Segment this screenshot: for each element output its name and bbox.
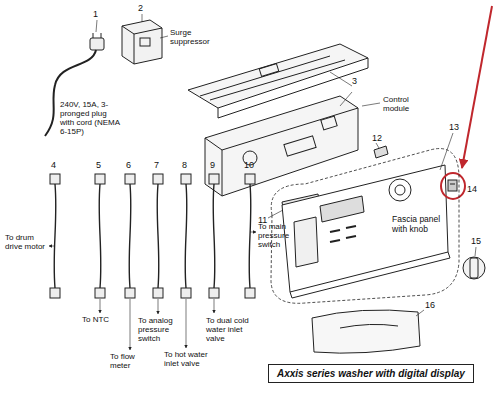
callout-number: 2 bbox=[138, 3, 143, 13]
callout-number: 8 bbox=[182, 160, 187, 170]
callout-number: 3 bbox=[352, 76, 357, 86]
part-label: To NTC bbox=[82, 316, 122, 325]
callout-number: 10 bbox=[244, 160, 254, 170]
callout-number: 1 bbox=[93, 9, 98, 19]
caption-box: Axxis series washer with digital display bbox=[268, 364, 474, 383]
part-label: To hot water inlet valve bbox=[164, 351, 218, 369]
callout-number: 5 bbox=[96, 160, 101, 170]
callout-number: 4 bbox=[51, 160, 56, 170]
callout-number: 9 bbox=[210, 160, 215, 170]
callout-number: 6 bbox=[126, 160, 131, 170]
dashed-group-outline: Fascia panel with knob bbox=[262, 140, 464, 310]
part-label: To dual cold water inlet valve bbox=[206, 317, 258, 344]
part-label: To main pressure switch bbox=[258, 223, 308, 250]
callout-number: 13 bbox=[449, 122, 459, 132]
part-label: Surge suppressor bbox=[170, 29, 222, 47]
group-label: Fascia panel with knob bbox=[392, 215, 442, 235]
part-label: To flow meter bbox=[110, 353, 154, 371]
part-label: To analog pressure switch bbox=[138, 317, 182, 344]
callout-number: 15 bbox=[471, 236, 481, 246]
callout-number: 14 bbox=[467, 184, 477, 194]
caption-text: Axxis series washer with digital display bbox=[268, 364, 474, 383]
part-label: To drum drive motor bbox=[5, 234, 47, 252]
part-label: Control module bbox=[383, 96, 433, 114]
dashed-outline bbox=[262, 140, 464, 310]
callout-number: 7 bbox=[154, 160, 159, 170]
callout-number: 12 bbox=[372, 133, 382, 143]
callout-number: 16 bbox=[425, 300, 435, 310]
part-label: 240V, 15A, 3-pronged plug with cord (NEM… bbox=[60, 101, 120, 137]
